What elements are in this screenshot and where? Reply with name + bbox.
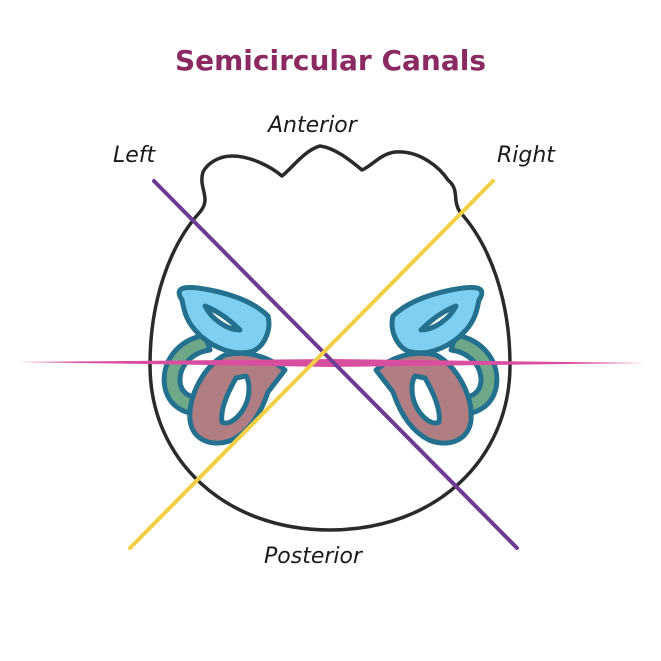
left-anterior-canal: [176, 284, 272, 356]
right-plane-line: [128, 179, 495, 550]
head-outline: [148, 144, 512, 532]
right-anterior-canal: [389, 284, 485, 356]
right-label: Right: [497, 143, 555, 168]
right-posterior-canal: [373, 350, 474, 446]
left-label: Left: [113, 143, 156, 168]
left-posterior-canal: [187, 350, 288, 446]
left-inner-ear: [161, 284, 288, 446]
posterior-label: Posterior: [264, 544, 363, 569]
anterior-label: Anterior: [268, 113, 357, 138]
page-title: Semicircular Canals: [174, 44, 487, 77]
left-plane-line: [152, 179, 519, 550]
